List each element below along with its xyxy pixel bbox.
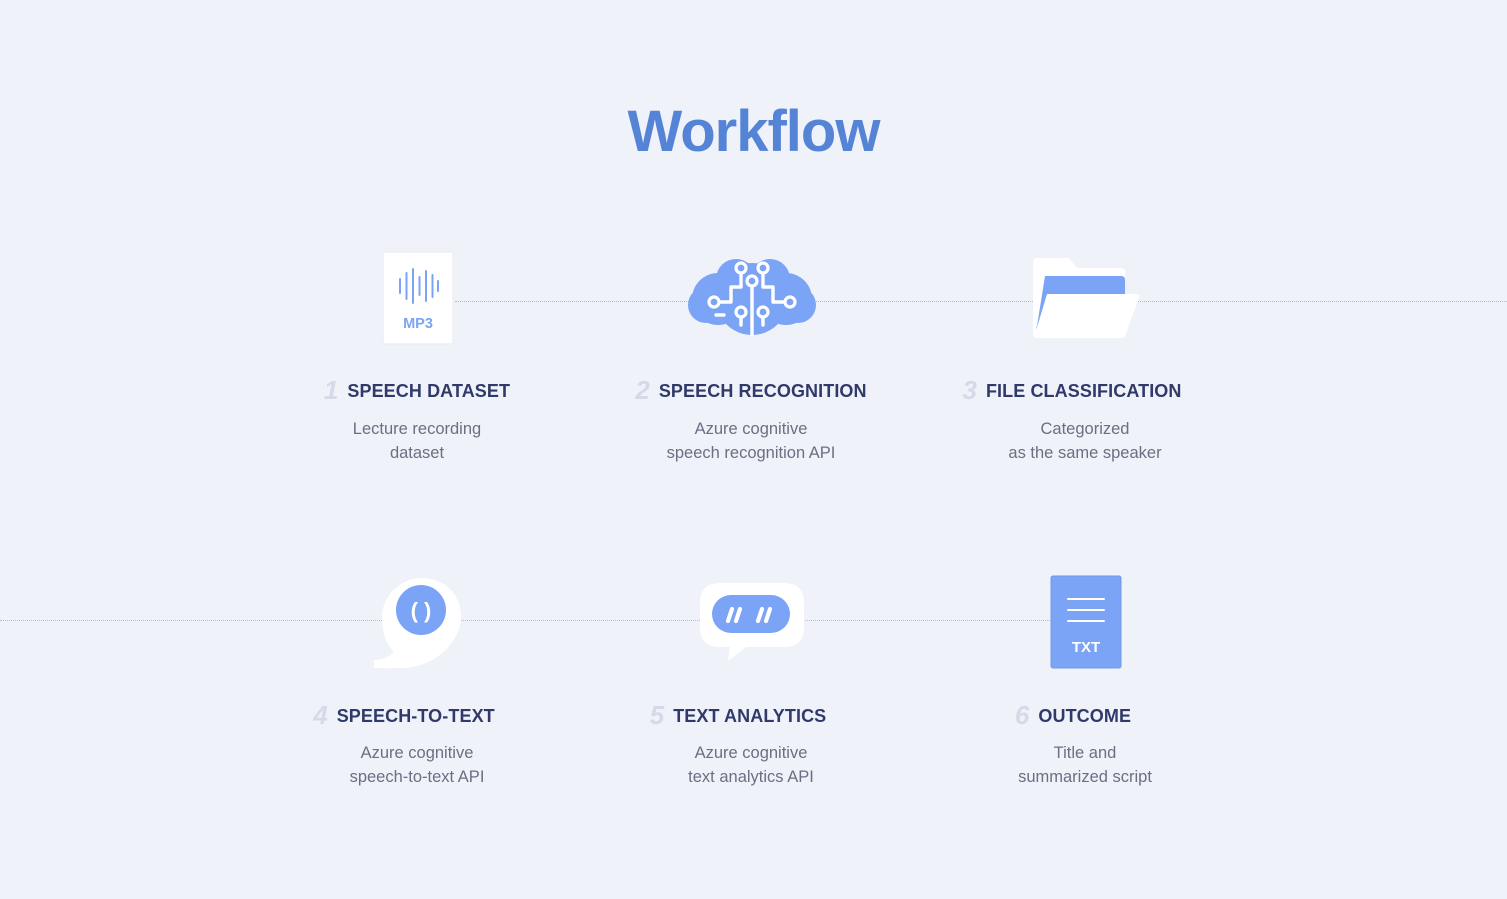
step-number: 5: [649, 700, 665, 730]
step-title: SPEECH-TO-TEXT: [336, 706, 495, 726]
step-3-description: Categorized as the same speaker: [1008, 420, 1162, 462]
step-5-description: Azure cognitive text analytics API: [688, 744, 814, 786]
brain-circuit-icon: [686, 257, 818, 337]
step-2-heading: 2 SPEECH RECOGNITION: [521, 375, 981, 405]
step-title: TEXT ANALYTICS: [673, 706, 827, 726]
step-2-description: Azure cognitive speech recognition API: [666, 420, 836, 462]
connector-row-1: [455, 301, 1507, 302]
txt-file-icon: TXT: [1050, 575, 1122, 669]
step-number: 4: [313, 700, 328, 730]
quote-bubble-icon: [698, 581, 806, 663]
connector-row-2: [0, 620, 1052, 621]
step-6-heading: 6 OUTCOME: [843, 700, 1303, 730]
step-title: OUTCOME: [1038, 706, 1132, 726]
step-5-heading: 5 TEXT ANALYTICS: [508, 700, 968, 730]
mp3-label: MP3: [403, 316, 433, 332]
step-1-description: Lecture recording dataset: [352, 420, 482, 462]
step-number: 3: [962, 375, 977, 405]
step-title: FILE CLASSIFICATION: [985, 381, 1182, 401]
step-number: 2: [635, 375, 650, 405]
brackets-label: ( ): [411, 598, 432, 623]
step-number: 1: [323, 375, 339, 405]
step-4-description: Azure cognitive speech-to-text API: [349, 744, 485, 786]
step-title: SPEECH DATASET: [347, 381, 511, 401]
step-4-heading: 4 SPEECH-TO-TEXT: [174, 700, 634, 730]
mp3-file-icon: MP3: [382, 251, 454, 345]
step-3-heading: 3 FILE CLASSIFICATION: [842, 375, 1302, 405]
folder-icon: [1033, 256, 1141, 340]
txt-label: TXT: [1072, 639, 1100, 656]
step-number: 6: [1014, 700, 1030, 730]
step-6-description: Title and summarized script: [1018, 744, 1152, 786]
step-title: SPEECH RECOGNITION: [658, 381, 867, 401]
speech-bubble-brackets-icon: ( ): [372, 574, 464, 670]
step-1-heading: 1 SPEECH DATASET: [187, 375, 647, 405]
page-title: Workflow: [627, 99, 881, 164]
